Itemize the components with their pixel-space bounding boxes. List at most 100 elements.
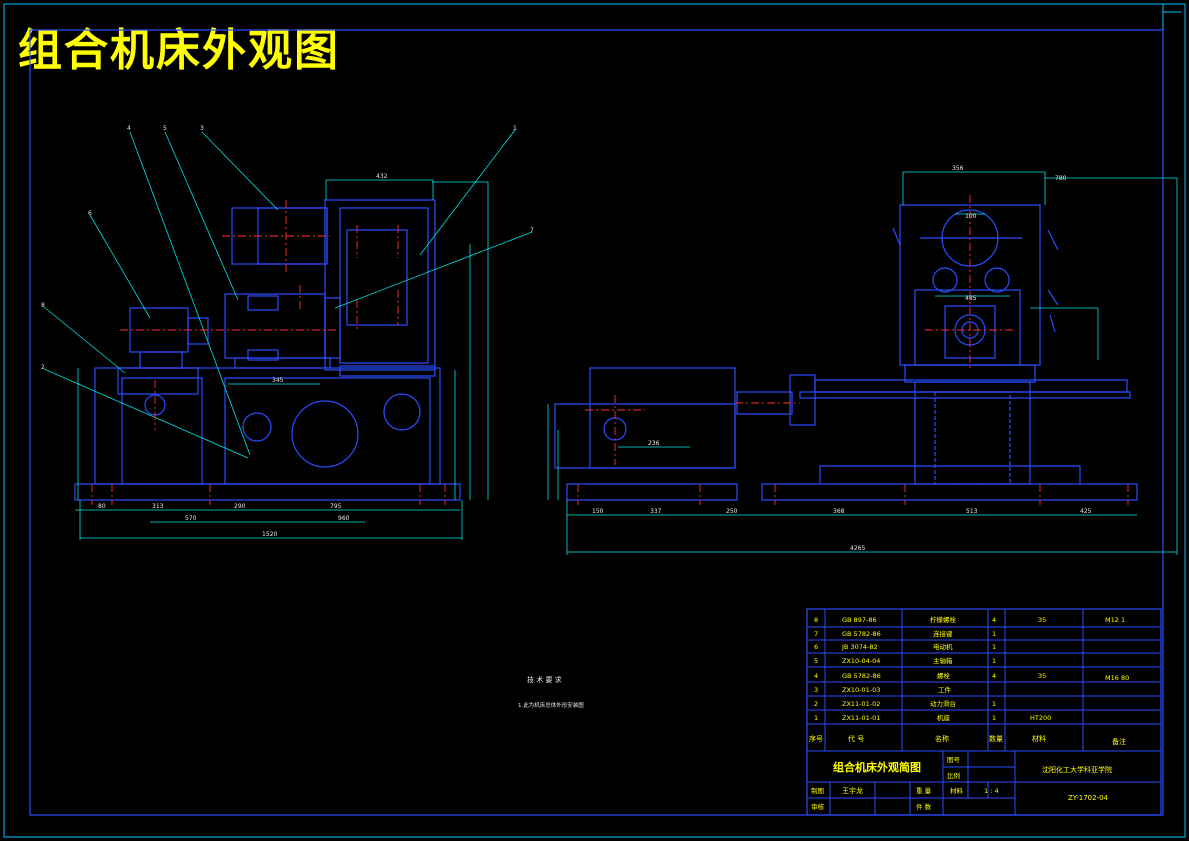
dim-r-13: 4265 xyxy=(850,545,865,552)
row-code: ZX11-01-02 xyxy=(842,700,880,708)
hdr-code: 代 号 xyxy=(848,734,864,743)
row-material: 35 xyxy=(1038,616,1046,624)
hdr-material: 材料 xyxy=(1032,734,1046,743)
dim-r-1: 356 xyxy=(952,165,964,172)
balloon-7: 7 xyxy=(530,227,534,234)
row-name: 柠檬螺栓 xyxy=(930,615,957,624)
label-zhitu: 制图 xyxy=(811,786,824,795)
balloon-3: 3 xyxy=(200,125,204,132)
dim-r-14: 236 xyxy=(648,440,660,447)
dim-l-5: 960 xyxy=(338,515,350,522)
row-name: 电动机 xyxy=(933,642,953,651)
tech-heading: 技 术 要 求 xyxy=(527,675,562,684)
dim-r-4: 485 xyxy=(965,295,977,302)
row-no: 4 xyxy=(814,672,818,680)
dim-r-8: 250 xyxy=(726,508,738,515)
label-tuhao: 图号 xyxy=(947,756,961,764)
row-no: 7 xyxy=(814,630,818,638)
dim-r-2: 100 xyxy=(965,213,977,220)
balloon-8: 8 xyxy=(41,302,45,309)
drawing-title: 组合机床外观图 xyxy=(18,25,340,76)
dim-r-6: 150 xyxy=(592,508,604,515)
tech-requirements: 技 术 要 求 1.此为机床总体外形安装图 xyxy=(518,675,584,709)
row-no: 8 xyxy=(814,616,818,624)
table-row: 6 JB 3074-82 电动机 1 xyxy=(814,642,996,651)
row-qty: 4 xyxy=(992,672,996,680)
row-qty: 1 xyxy=(992,630,996,638)
row-name: 主轴箱 xyxy=(933,656,953,665)
dim-r-7: 337 xyxy=(650,508,662,515)
row-code: ZX11-01-01 xyxy=(842,714,880,722)
row-code: GB 897-86 xyxy=(842,616,877,624)
dim-r-12: 425 xyxy=(1080,508,1092,515)
drawing-number: ZY-1702-04 xyxy=(1068,794,1109,802)
right-view xyxy=(547,171,1178,555)
table-row: 1 ZX11-01-01 机座 1 HT200 xyxy=(814,713,1051,722)
left-view xyxy=(43,129,533,540)
label-zhongliang: 重 量 xyxy=(916,787,932,795)
right-dimensions: 780 356 100 485 150 337 250 368 513 425 … xyxy=(592,165,1092,552)
left-balloons: 4 5 3 1 6 8 2 7 xyxy=(41,125,534,371)
school-name: 沈阳化工大学科亚学院 xyxy=(1042,765,1112,774)
left-dimensions: 80 313 290 795 570 960 1520 345 432 xyxy=(98,173,388,538)
table-row: 7 GB 5782-86 连接键 1 xyxy=(814,629,996,638)
balloon-6: 6 xyxy=(88,210,92,217)
table-row: 4 GB 5782-86 螺栓 4 35 M16 80 xyxy=(814,671,1129,682)
outer-border xyxy=(3,3,1186,838)
row-no: 1 xyxy=(814,714,818,722)
drafter-name: 王宇龙 xyxy=(842,786,863,795)
row-code: ZX10-01-03 xyxy=(842,686,880,694)
dim-l-1: 313 xyxy=(152,503,164,510)
row-name: 动力滑台 xyxy=(930,699,956,708)
scale-value: 1 : 4 xyxy=(984,787,999,795)
row-name: 工件 xyxy=(938,685,952,694)
dim-l-7: 345 xyxy=(272,377,284,384)
table-row: 3 ZX10-01-03 工件 xyxy=(814,685,952,694)
table-row: 8 GB 897-86 柠檬螺栓 4 35 M12 1 xyxy=(814,615,1125,624)
row-code: JB 3074-82 xyxy=(841,643,878,651)
dim-l-6: 1520 xyxy=(262,531,277,538)
dim-l-4: 570 xyxy=(185,515,197,522)
label-gongjian: 件 数 xyxy=(916,802,932,811)
row-qty: 1 xyxy=(992,643,996,651)
label-shenhe: 审核 xyxy=(811,802,825,811)
row-qty: 4 xyxy=(992,616,996,624)
parts-table-frame xyxy=(806,608,1162,816)
row-note: M12 1 xyxy=(1105,616,1125,624)
balloon-4: 4 xyxy=(127,125,131,132)
parts-table-header: 序号 代 号 名称 数量 材料 备注 xyxy=(809,734,1126,746)
hdr-note: 备注 xyxy=(1112,737,1126,746)
balloon-1: 1 xyxy=(513,125,517,132)
tech-line-1: 1.此为机床总体外形安装图 xyxy=(518,701,584,709)
hdr-qty: 数量 xyxy=(989,734,1003,743)
row-qty: 1 xyxy=(992,714,996,722)
balloon-5: 5 xyxy=(163,125,167,132)
row-name: 连接键 xyxy=(933,629,953,638)
hdr-name: 名称 xyxy=(935,734,949,743)
row-code: GB 5782-86 xyxy=(842,672,881,680)
row-note: M16 80 xyxy=(1105,674,1129,682)
row-material: 35 xyxy=(1038,672,1046,680)
row-name: 螺栓 xyxy=(937,671,951,680)
inner-border xyxy=(29,29,1164,816)
row-material: HT200 xyxy=(1030,714,1051,722)
dim-l-2: 290 xyxy=(234,503,246,510)
drawing-name: 组合机床外观简图 xyxy=(833,760,921,774)
row-code: GB 5782-86 xyxy=(842,630,881,638)
label-zhongliang-top: 比例 xyxy=(947,771,960,780)
table-row: 5 ZX10-04-04 主轴箱 1 xyxy=(814,656,996,665)
dim-r-0: 780 xyxy=(1055,175,1067,182)
dim-l-3: 795 xyxy=(330,503,342,510)
row-no: 5 xyxy=(814,657,818,665)
row-qty: 1 xyxy=(992,700,996,708)
row-code: ZX10-04-04 xyxy=(842,657,880,665)
dim-r-10: 368 xyxy=(833,508,845,515)
row-name: 机座 xyxy=(937,713,951,722)
row-no: 2 xyxy=(814,700,818,708)
label-bili: 材料 xyxy=(950,786,964,795)
dim-l-0: 80 xyxy=(98,503,106,510)
row-no: 6 xyxy=(814,643,818,651)
table-row: 2 ZX11-01-02 动力滑台 1 xyxy=(814,699,996,708)
parts-table-rows: 8 GB 897-86 柠檬螺栓 4 35 M12 1 7 GB 5782-86… xyxy=(814,615,1129,722)
